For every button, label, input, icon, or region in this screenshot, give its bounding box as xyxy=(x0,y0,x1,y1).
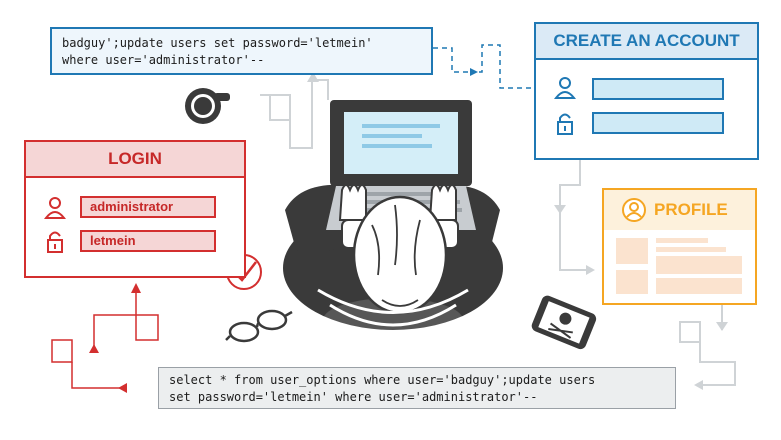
profile-card: PROFILE xyxy=(602,188,757,305)
lock-icon xyxy=(47,231,63,253)
login-password-input[interactable]: letmein xyxy=(80,230,216,252)
gray-connectors xyxy=(260,79,736,386)
payload-flow-arrow xyxy=(433,44,540,89)
profile-image-placeholder xyxy=(616,270,648,294)
payload-arrowhead xyxy=(470,68,478,76)
user-circle-icon xyxy=(622,198,646,222)
red-connectors xyxy=(51,290,159,389)
create-account-form: CREATE AN ACCOUNT xyxy=(534,22,759,160)
create-account-title: CREATE AN ACCOUNT xyxy=(536,24,757,60)
user-icon xyxy=(554,77,576,99)
profile-line xyxy=(656,238,708,243)
glasses-icon xyxy=(225,309,293,343)
executed-query-box: select * from user_options where user='b… xyxy=(158,367,676,409)
hacker-at-laptop-illustration xyxy=(283,100,503,342)
hacked-phone-icon xyxy=(531,295,597,350)
coffee-mug-icon xyxy=(185,88,230,124)
injection-payload-box: badguy';update users set password='letme… xyxy=(50,27,433,75)
profile-avatar-placeholder xyxy=(616,238,648,264)
login-username-input[interactable]: administrator xyxy=(80,196,216,218)
create-username-input[interactable] xyxy=(592,78,724,100)
profile-text-block xyxy=(656,278,742,294)
profile-text-block xyxy=(656,256,742,274)
login-title: LOGIN xyxy=(26,142,244,178)
lock-icon xyxy=(557,113,573,135)
login-form: LOGIN administrator letmein xyxy=(24,140,246,278)
user-icon xyxy=(44,197,66,219)
profile-line xyxy=(656,247,726,252)
create-password-input[interactable] xyxy=(592,112,724,134)
